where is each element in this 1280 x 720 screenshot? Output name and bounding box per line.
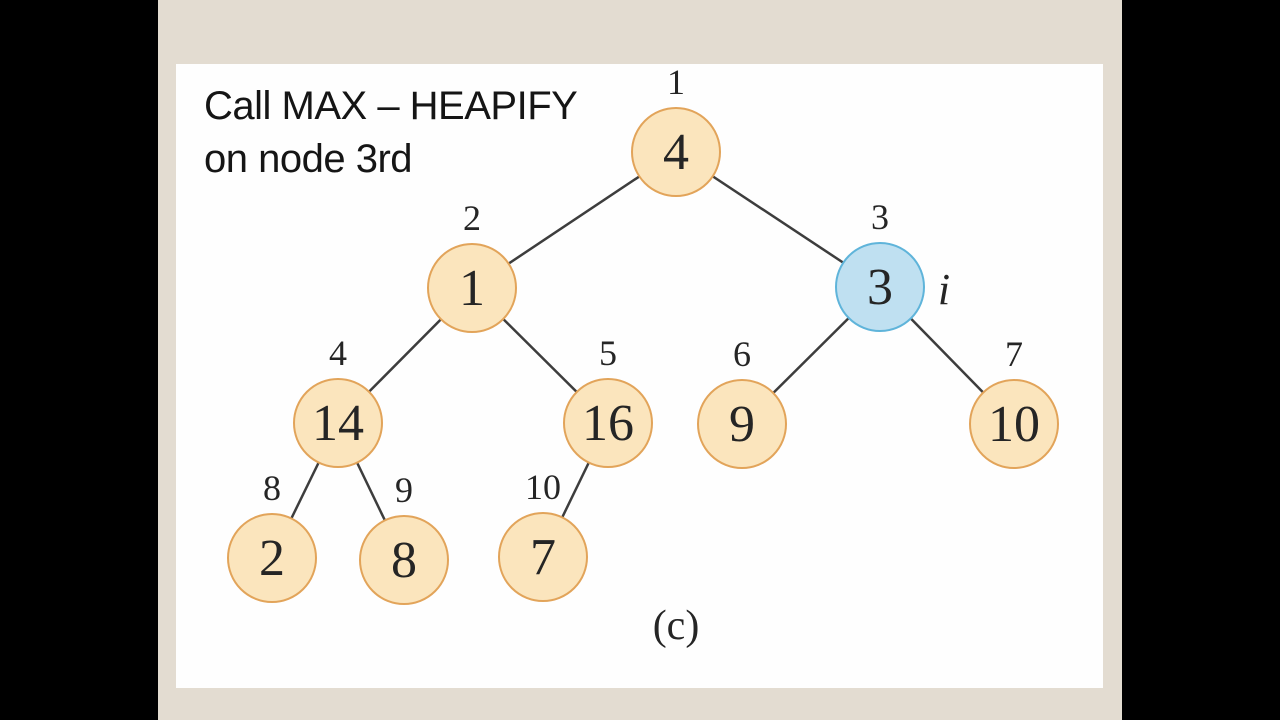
diagram-panel: Call MAX – HEAPIFY on node 3rd 1 2 3 4 5… [176,62,1103,688]
slide-title-line2: on node 3rd [204,137,413,181]
heap-node-1: 4 [631,107,721,197]
heap-index-label-4: 4 [329,333,347,373]
slide-title: Call MAX – HEAPIFY on node 3rd [204,80,624,186]
heap-index-label-10: 10 [525,467,561,507]
heap-index-label-8: 8 [263,468,281,508]
heap-index-label-1: 1 [667,62,685,102]
heap-index-label-6: 6 [733,334,751,374]
heap-node-10: 7 [498,512,588,602]
letterbox-left [0,0,158,720]
figure-caption: (c) [652,603,700,649]
slide-title-line1: Call MAX – HEAPIFY [204,84,578,128]
heap-node-6: 9 [697,379,787,469]
letterbox-right [1120,0,1280,720]
heap-index-label-9: 9 [395,470,413,510]
heap-node-2: 1 [427,243,517,333]
pointer-i-label: i [937,265,951,314]
heap-node-3-highlighted: 3 [835,242,925,332]
heap-index-label-7: 7 [1005,334,1023,374]
heap-node-7: 10 [969,379,1059,469]
heap-index-label-3: 3 [871,197,889,237]
heap-node-4: 14 [293,378,383,468]
heap-node-5: 16 [563,378,653,468]
heap-node-8: 2 [227,513,317,603]
heap-index-label-2: 2 [463,198,481,238]
heap-node-9: 8 [359,515,449,605]
heap-index-label-5: 5 [599,333,617,373]
